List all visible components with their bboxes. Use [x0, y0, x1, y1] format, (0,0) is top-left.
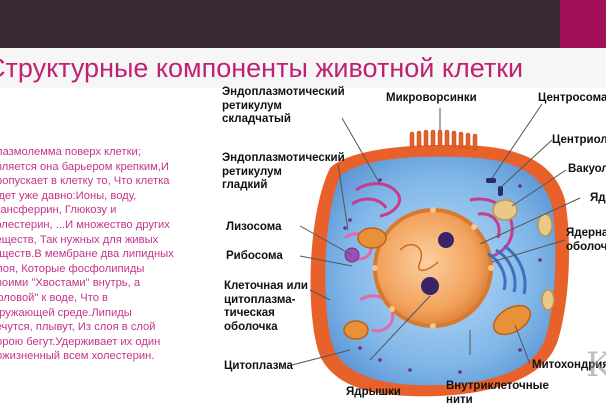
top-bar [0, 0, 606, 48]
poem-line: окружающей среде.Липиды [0, 306, 132, 319]
poem-line: Своими "Хвостами" внутрь, а [0, 277, 141, 290]
label-ribosome: Рибосома [226, 250, 283, 262]
centrioles [486, 178, 503, 196]
label-microvilli: Микроворсинки [386, 92, 477, 104]
poem-text: Плазмолемма поверх клетки; Является она … [0, 145, 198, 364]
label-mitochondria: Митохондрия [532, 359, 606, 371]
label-cytoplasm: Цитоплазма [224, 360, 293, 372]
label-line: Эндоплазмотический [222, 86, 345, 98]
label-line: Клеточная или [224, 280, 309, 292]
label-line: нити [446, 393, 473, 405]
label-filaments: Внутриклеточные нити [446, 380, 549, 405]
label-line: цитоплазма- [224, 293, 296, 306]
label-line: складчатый [222, 113, 291, 125]
label-centrosome: Центросома [538, 92, 606, 104]
label-line: Внутриклеточные [446, 380, 549, 392]
label-line: ретикулум [222, 165, 282, 178]
golgi [487, 244, 527, 295]
microvilli [409, 129, 478, 151]
chromatin [399, 244, 439, 272]
poem-line: Слоя, Которые фосфолипиды [0, 262, 145, 275]
label-line: Эндоплазмотический [222, 152, 345, 164]
mitochondria [343, 227, 532, 340]
poem-line: Пожизненный всем холестерин. [0, 350, 155, 363]
poem-line: Ждет уже давно:Ионы, воду, [0, 189, 137, 202]
poem-line: Порою бегут.Удерживает их один [0, 335, 161, 348]
poem-line: Плазмолемма поверх клетки; [0, 146, 141, 158]
leader-lines [291, 103, 581, 366]
label-line: Ядерная [566, 227, 606, 239]
watermark-logo: K [586, 345, 606, 385]
label-line: оболочка [224, 320, 278, 333]
poem-line: Является она барьером крепким,И [0, 160, 169, 173]
nucleolus [421, 277, 439, 295]
label-nucleus: Ядро [590, 192, 606, 204]
label-line: оболочка [566, 240, 606, 253]
poem-line: мечутся, плывут, Из слоя в слой [0, 321, 156, 334]
ribosomes [343, 178, 542, 374]
nucleolus [438, 232, 454, 248]
label-centriole: Центриоль [552, 134, 606, 146]
label-er-smooth: Эндоплазмотический ретикулум гладкий [222, 152, 345, 193]
top-bar-accent [560, 0, 606, 52]
poem-line: Трансферрин, Глюкозу и [0, 204, 117, 217]
poem-line: Пропускает в клетку то, Что клетка [0, 175, 170, 188]
label-membrane: Клеточная или цитоплазма- тическая оболо… [224, 280, 308, 334]
label-er-rough: Эндоплазмотический ретикулум складчатый [222, 86, 345, 127]
vacuoles [492, 199, 555, 311]
label-nucleolus: Ядрышки [346, 386, 401, 398]
nuclear-pores [372, 207, 494, 329]
title-band [0, 48, 606, 88]
rough-er [351, 182, 514, 260]
slide-title: Структурные компоненты животной клетки [0, 53, 524, 83]
poem-line: Холестерин, ...И множество других [0, 218, 170, 231]
label-lysosome: Лизосома [226, 221, 282, 233]
poem-line: существ.В мембране два липидных [0, 248, 174, 261]
label-nuclear-envelope: Ядерная оболочка [566, 227, 606, 254]
label-line: гладкий [222, 179, 268, 191]
poem-line: Веществ, Так нужных для живых [0, 233, 159, 246]
label-line: ретикулум [222, 99, 282, 112]
label-line: тическая [224, 307, 275, 319]
label-vacuole: Вакуоль [568, 163, 606, 175]
poem-line: "Головой" к воде, Что в [0, 291, 108, 304]
